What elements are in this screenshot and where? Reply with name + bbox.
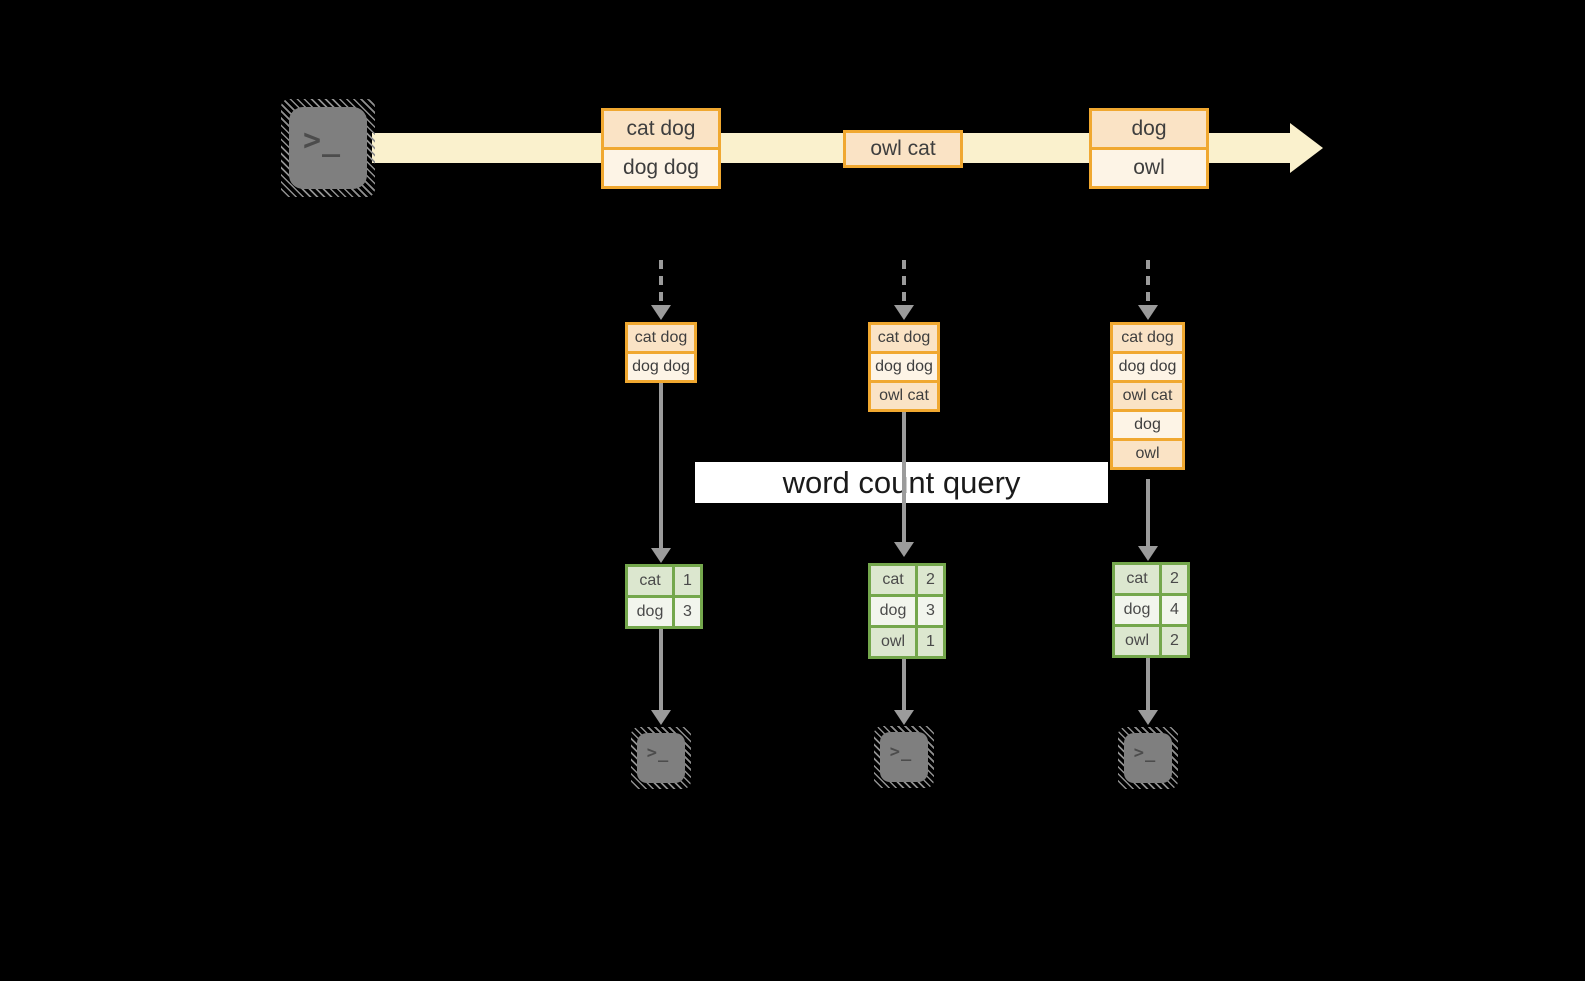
- query-arrowhead-2: [894, 542, 914, 557]
- event-line: cat dog: [604, 111, 718, 147]
- word-cell: cat: [1115, 565, 1159, 593]
- word-cell: owl: [871, 628, 915, 656]
- output-terminal-icon-1: >_: [631, 727, 691, 789]
- event-line: owl: [1092, 150, 1206, 186]
- count-cell: 2: [1162, 627, 1187, 655]
- terminal-screen: >_: [880, 732, 928, 782]
- count-cell: 1: [918, 628, 943, 656]
- query-arrowhead-3: [1138, 546, 1158, 561]
- output-arrow-2: [902, 656, 906, 711]
- output-arrowhead-2: [894, 710, 914, 725]
- ingest-arrow-1: [659, 260, 663, 306]
- record-stack-2: cat dog dog dog owl cat: [868, 322, 940, 412]
- word-cell: dog: [871, 597, 915, 625]
- stack-row: cat dog: [871, 325, 937, 351]
- output-arrow-3: [1146, 655, 1150, 711]
- event-box-3: dog owl: [1089, 108, 1209, 189]
- stack-row: owl cat: [871, 383, 937, 409]
- ingest-arrowhead-1: [651, 305, 671, 320]
- terminal-prompt-icon: >_: [1133, 743, 1157, 763]
- stack-row: owl: [1113, 441, 1182, 467]
- event-box-2: owl cat: [843, 130, 963, 168]
- event-box-1: cat dog dog dog: [601, 108, 721, 189]
- stack-row: owl cat: [1113, 383, 1182, 409]
- word-cell: cat: [871, 566, 915, 594]
- query-arrow-1: [659, 382, 663, 549]
- terminal-prompt-icon: >_: [302, 122, 342, 158]
- stack-row: cat dog: [628, 325, 694, 351]
- count-cell: 3: [675, 598, 700, 626]
- stack-row: cat dog: [1113, 325, 1182, 351]
- word-cell: dog: [1115, 596, 1159, 624]
- stream-arrow-head: [1290, 123, 1323, 173]
- stack-row: dog: [1113, 412, 1182, 438]
- count-table-1: cat 1 dog 3: [625, 564, 703, 629]
- output-arrow-1: [659, 628, 663, 711]
- stack-row: dog dog: [1113, 354, 1182, 380]
- ingest-arrow-2: [902, 260, 906, 306]
- word-cell: owl: [1115, 627, 1159, 655]
- event-line: owl cat: [846, 133, 960, 165]
- word-cell: dog: [628, 598, 672, 626]
- event-line: dog: [1092, 111, 1206, 147]
- event-line: dog dog: [604, 150, 718, 186]
- count-table-2: cat 2 dog 3 owl 1: [868, 563, 946, 659]
- query-arrow-2: [902, 412, 906, 543]
- terminal-screen: >_: [1124, 733, 1172, 783]
- word-cell: cat: [628, 567, 672, 595]
- terminal-screen: >_: [289, 107, 367, 189]
- query-arrow-3: [1146, 479, 1150, 547]
- count-table-3: cat 2 dog 4 owl 2: [1112, 562, 1190, 658]
- stack-row: dog dog: [628, 354, 694, 380]
- output-terminal-icon-3: >_: [1118, 727, 1178, 789]
- terminal-screen: >_: [637, 733, 685, 783]
- query-label: word count query: [695, 462, 1108, 503]
- terminal-prompt-icon: >_: [646, 743, 670, 763]
- query-arrowhead-1: [651, 548, 671, 563]
- record-stack-3: cat dog dog dog owl cat dog owl: [1110, 322, 1185, 470]
- count-cell: 1: [675, 567, 700, 595]
- count-cell: 2: [1162, 565, 1187, 593]
- terminal-prompt-icon: >_: [889, 742, 913, 762]
- source-terminal-icon: >_: [281, 99, 375, 197]
- record-stack-1: cat dog dog dog: [625, 322, 697, 383]
- count-cell: 2: [918, 566, 943, 594]
- ingest-arrowhead-3: [1138, 305, 1158, 320]
- ingest-arrowhead-2: [894, 305, 914, 320]
- stack-row: dog dog: [871, 354, 937, 380]
- count-cell: 4: [1162, 596, 1187, 624]
- output-terminal-icon-2: >_: [874, 726, 934, 788]
- output-arrowhead-1: [651, 710, 671, 725]
- output-arrowhead-3: [1138, 710, 1158, 725]
- ingest-arrow-3: [1146, 260, 1150, 306]
- count-cell: 3: [918, 597, 943, 625]
